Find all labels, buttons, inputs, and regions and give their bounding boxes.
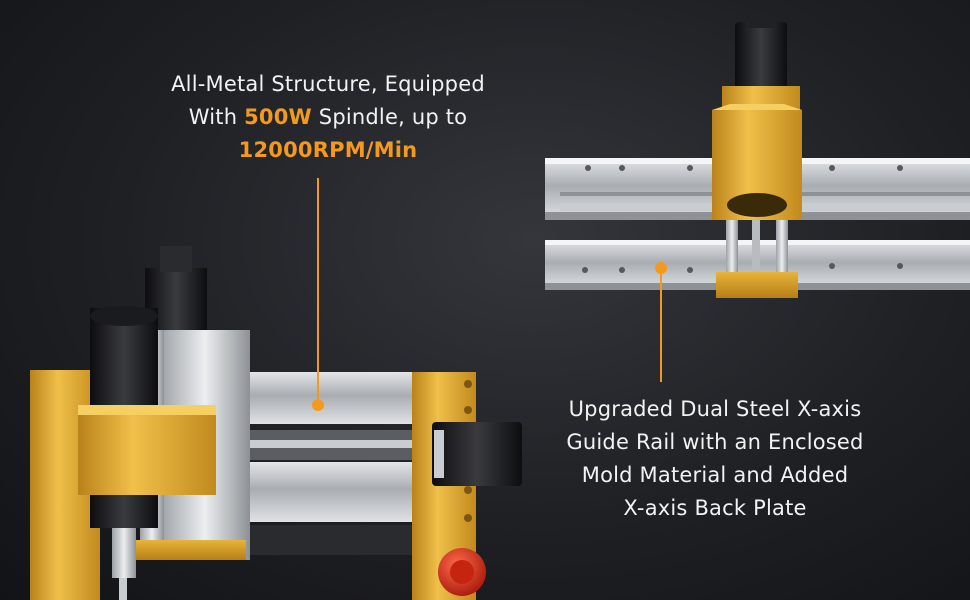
spindle-callout-suffix: Spindle, up to <box>311 105 468 129</box>
x-axis-rail-assembly <box>545 14 970 298</box>
spindle-callout: All-Metal Structure, Equipped With 500W … <box>150 68 506 167</box>
spindle-power: 500W <box>244 105 312 129</box>
rail-callout-line3: Mold Material and Added <box>581 463 849 487</box>
spindle-speed: 12000RPM/Min <box>238 138 418 162</box>
spindle-callout-prefix: With <box>188 105 245 129</box>
spindle-leader-dot <box>312 399 324 411</box>
spindle-callout-line2: With 500W Spindle, up to <box>150 101 506 134</box>
rail-callout: Upgraded Dual Steel X-axis Guide Rail wi… <box>540 393 890 525</box>
rail-leader-line <box>660 268 662 382</box>
rail-callout-line2: Guide Rail with an Enclosed <box>566 430 864 454</box>
rail-callout-line4: X-axis Back Plate <box>623 496 807 520</box>
rail-callout-line1: Upgraded Dual Steel X-axis <box>568 397 862 421</box>
rail-leader-dot <box>655 262 667 274</box>
cnc-machine-body <box>30 246 522 600</box>
spindle-leader-line <box>317 178 319 406</box>
spindle-callout-line1: All-Metal Structure, Equipped <box>171 72 485 96</box>
